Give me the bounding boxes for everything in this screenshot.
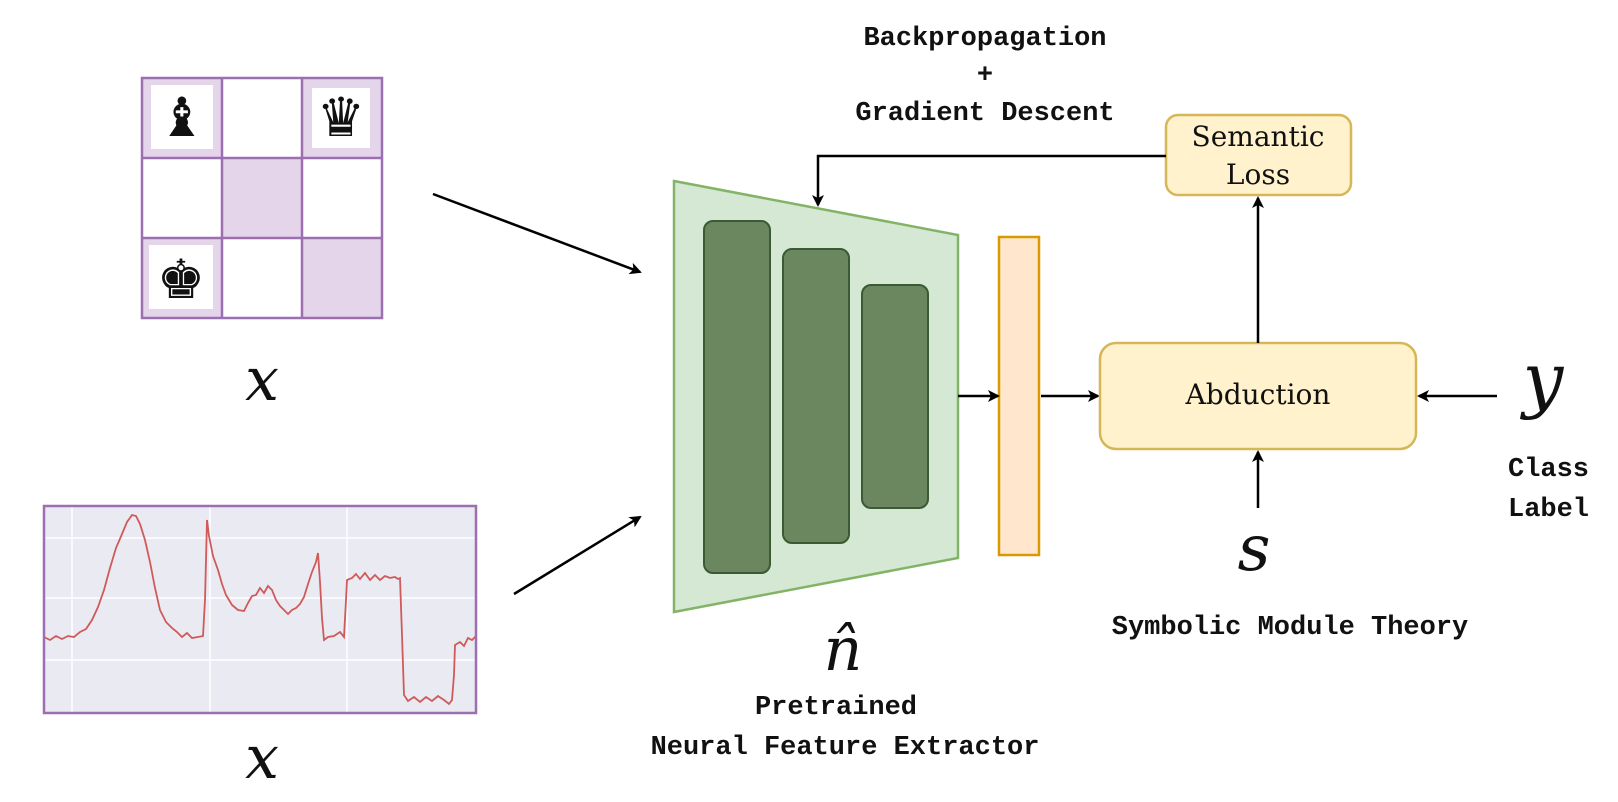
class-label-line1: Class [1508, 455, 1589, 485]
class-label-line2: Label [1508, 495, 1589, 525]
symbolic-module-label: Symbolic Module Theory [1112, 613, 1468, 643]
label-variable-y: y [1520, 337, 1565, 421]
king-icon: ♚ [157, 248, 205, 311]
semantic-loss-line2: Loss [1226, 158, 1290, 191]
arrow-chess-to-extractor [432, 192, 642, 275]
chess-cell-r3c3 [302, 238, 382, 318]
chess-cell-r2c2 [222, 158, 302, 238]
extractor-variable-n-hat: n̂ [824, 615, 863, 685]
backprop-label-line3: Gradient Descent [855, 99, 1114, 129]
signal-line [43, 513, 477, 706]
chess-cell-r3c2 [222, 238, 302, 318]
backprop-label-line2: + [977, 61, 993, 91]
embedding-vector [997, 235, 1041, 557]
neural-feature-extractor [672, 179, 960, 614]
abduction-label: Abduction [1185, 378, 1331, 411]
bishop-icon: ♝ [158, 86, 206, 149]
input-variable-x-bottom: x [245, 723, 279, 793]
time-series-plot [42, 504, 478, 715]
input-variable-x-top: x [245, 345, 279, 415]
symbolic-variable-s: s [1238, 512, 1271, 586]
chess-cell-r2c1 [142, 158, 222, 238]
chess-cell-r2c3 [302, 158, 382, 238]
extractor-layer-3 [861, 284, 929, 509]
semantic-loss-line1: Semantic [1192, 120, 1325, 153]
queen-icon: ♛ [317, 86, 365, 149]
extractor-label-line2: Neural Feature Extractor [651, 733, 1040, 763]
arrow-plot-to-extractor [513, 515, 642, 596]
backprop-label-line1: Backpropagation [863, 24, 1106, 54]
chess-cell-r1c2 [222, 78, 302, 158]
extractor-layer-1 [703, 220, 771, 574]
abduction-box: Abduction [1098, 341, 1418, 451]
extractor-layer-2 [782, 248, 850, 544]
arrow-loss-feedback [812, 154, 1166, 207]
chess-board: ♝ ♛ ♚ [140, 76, 384, 320]
semantic-loss-box: Semantic Loss [1164, 113, 1353, 197]
extractor-label-line1: Pretrained [755, 693, 917, 723]
